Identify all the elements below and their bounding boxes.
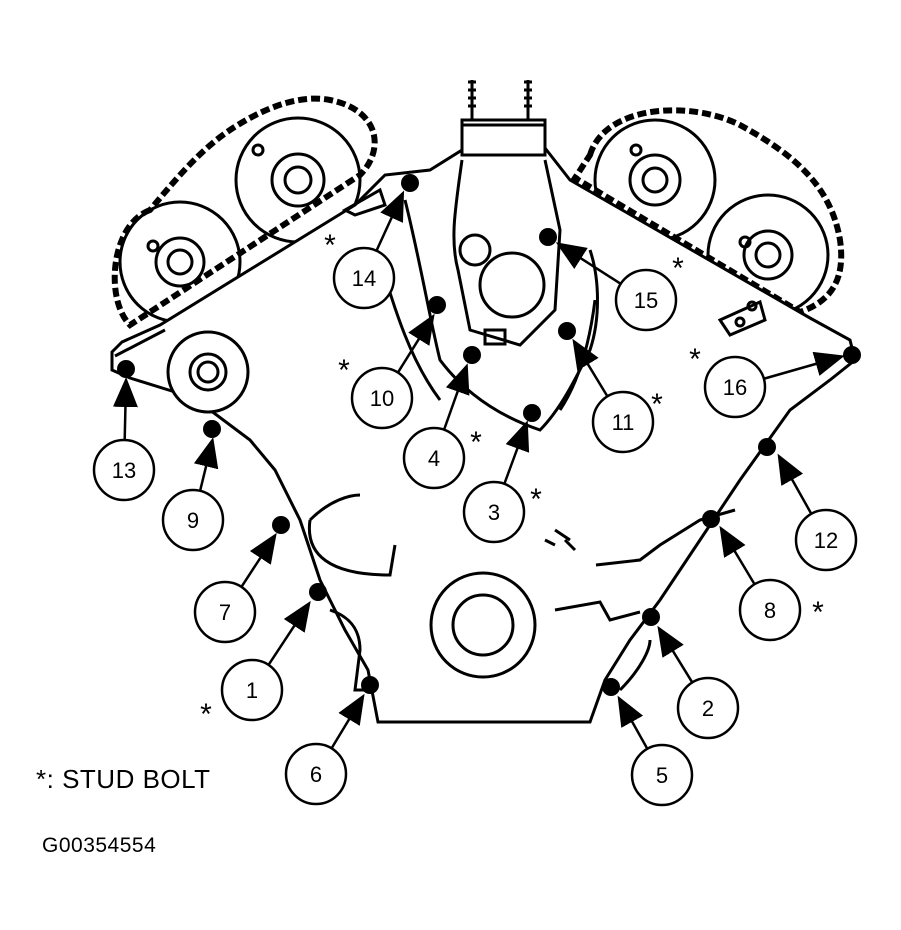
callout-14-label: 14 [352,266,376,291]
callout-6-leader [330,693,365,749]
callout-16-label: 16 [723,375,747,400]
bolt-5-head [602,678,620,696]
callout-3-circle [462,480,526,544]
legend-text: : STUD BOLT [46,764,211,794]
callout-15-circle [614,268,678,332]
callout-11-label: 11 [612,410,635,435]
callout-1-circle [220,658,284,722]
bolt-4-head [463,346,481,364]
callout-8-label: 8 [764,598,776,623]
bolt-9-head [203,420,221,438]
callout-15-leader [555,242,622,285]
callout-8-circle [738,578,802,642]
callout-16-leader [763,351,845,380]
legend-marker: * [36,764,47,794]
bolt-10-head [428,296,446,314]
bolt-15-head [539,228,557,246]
bolt-heads [117,174,861,696]
bolt-3-head [523,404,541,422]
engine-drawing [110,80,857,724]
stud-bolt-legend: *: STUD BOLT [36,764,211,795]
callout-15-label: 15 [634,288,658,313]
callout-5-leader [617,695,649,750]
left-timing-chain [111,95,378,329]
bolt-2-head [642,608,660,626]
callout-8-leader [719,525,756,585]
crankshaft-boss [429,571,537,679]
bolt-7-head [272,516,290,534]
callout-6-label: 6 [310,762,322,787]
callout-1-leader [267,600,311,666]
callout-13-label: 13 [112,458,136,483]
callout-1-label: 1 [246,678,258,703]
callout-6-circle [284,742,348,806]
bolt-11-head [558,322,576,340]
callout-14-stud-marker: * [324,229,336,262]
callout-10-label: 10 [370,386,394,411]
callout-12-label: 12 [814,528,838,553]
callout-12-circle [794,508,858,572]
callout-11-stud-marker: * [651,388,663,421]
callout-3-stud-marker: * [530,483,542,516]
callout-4-leader [442,363,470,431]
callout-7-leader [240,532,277,588]
callout-10-stud-marker: * [338,354,350,387]
bolt-16-head [843,346,861,364]
callout-15-stud-marker: * [672,252,684,285]
bolt-13-head [117,360,135,378]
callout-2-label: 2 [702,696,714,721]
callout-7-label: 7 [219,600,231,625]
bolt-8-head [702,510,720,528]
callout-3-leader [503,420,530,485]
callout-3-label: 3 [488,500,500,525]
callout-9-label: 9 [187,508,199,533]
callout-5-circle [630,743,694,807]
callout-11-circle [591,390,655,454]
bolt-12-head [758,438,776,456]
callout-9-circle [161,488,225,552]
callout-9-leader [193,437,219,492]
callout-group: 1 * 2 3 * 4 * 5 6 7 8 * 9 10 * 11 * 12 13 14 * 15 * 16 * [92,190,858,807]
callout-7-circle [193,580,257,644]
callout-10-circle [350,366,414,430]
callout-4-stud-marker: * [470,426,482,459]
right-timing-chain [570,107,845,316]
figure-id: G00354554 [42,834,157,857]
bolt-6-head [361,676,379,694]
callout-14-leader [375,190,405,252]
callout-8-stud-marker: * [812,596,824,629]
callout-4-circle [402,426,466,490]
callout-16-circle [703,355,767,419]
callout-16-stud-marker: * [689,343,701,376]
callout-13-leader [112,377,138,441]
callout-1-stud-marker: * [200,698,212,731]
callout-11-leader [572,338,609,398]
idler-pulley [166,330,250,414]
bolt-14-head [401,174,419,192]
callout-5-label: 5 [656,763,668,788]
bolt-1-head [309,583,327,601]
callout-10-leader [396,313,435,374]
timing-cover-outline [110,123,857,724]
callout-2-circle [676,676,740,740]
callout-13-circle [92,438,156,502]
callout-14-circle [332,246,396,310]
callout-12-leader [777,453,813,515]
callout-2-leader [657,625,694,684]
callout-4-label: 4 [428,446,440,471]
